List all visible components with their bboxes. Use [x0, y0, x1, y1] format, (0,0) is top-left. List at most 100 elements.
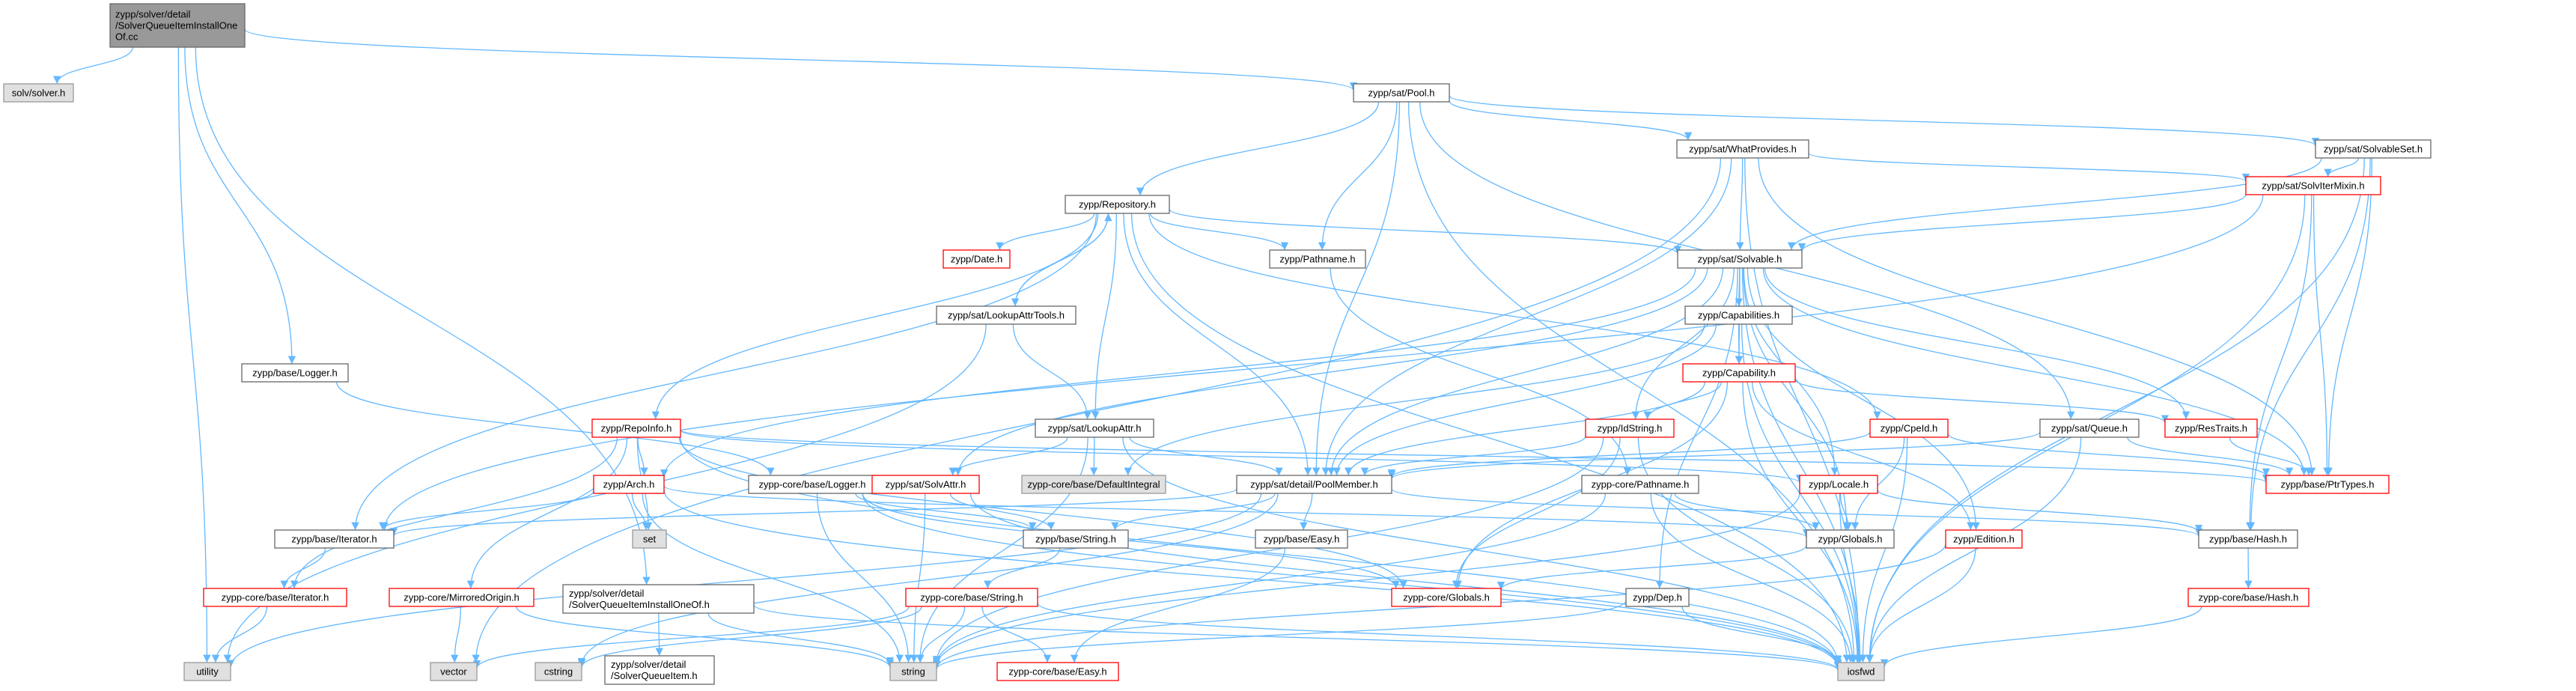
node-box-core_iterator — [203, 588, 347, 607]
edge-core_string-to-vector — [472, 606, 910, 669]
edge-base_string-to-core_string — [984, 547, 1061, 589]
node-label-utility-0: utility — [196, 666, 219, 678]
node-label-solvitermixin-0: zypp/sat/SolvIterMixin.h — [2262, 180, 2364, 192]
node-base_string[interactable]: zypp/base/String.h — [1023, 529, 1129, 549]
node-core_logger[interactable]: zypp-core/base/Logger.h — [748, 475, 877, 494]
edge-pool-to-iosfwd — [1407, 101, 1858, 663]
node-core_globals[interactable]: zypp-core/Globals.h — [1391, 588, 1502, 607]
node-label-root-0: zypp/solver/detail — [115, 9, 191, 20]
node-box-sqi — [604, 655, 715, 685]
node-box-core_hash — [2187, 588, 2309, 607]
node-globals[interactable]: zypp/Globals.h — [1806, 529, 1895, 549]
edge-root-to-utility — [177, 46, 211, 663]
edge-solvattr-to-iosfwd — [969, 493, 1842, 667]
edge-repository-to-lookupattr — [1091, 213, 1117, 420]
node-box-cstring — [535, 662, 582, 681]
edge-capability-to-edition — [1752, 381, 1975, 531]
node-vector: vector — [430, 662, 478, 681]
edge-repository-to-date — [996, 213, 1095, 251]
node-label-edition-0: zypp/Edition.h — [1953, 534, 2015, 545]
node-label-root-2: Of.cc — [115, 31, 138, 43]
edge-core_iterator-to-utility — [211, 606, 268, 663]
node-box-queue — [2039, 418, 2140, 438]
node-label-capabilities-0: zypp/Capabilities.h — [1698, 310, 1779, 321]
node-restraits[interactable]: zypp/ResTraits.h — [2164, 418, 2258, 438]
node-solvattr[interactable]: zypp/sat/SolvAttr.h — [871, 475, 980, 494]
node-base_iterator[interactable]: zypp/base/Iterator.h — [274, 529, 395, 549]
edge-solvable-to-dep — [1655, 267, 1738, 589]
node-box-ptrtypes — [2265, 475, 2390, 494]
node-core_hash[interactable]: zypp-core/base/Hash.h — [2187, 588, 2309, 607]
node-label-iosfwd-0: iosfwd — [1848, 666, 1875, 678]
edge-sqi_install-to-iosfwd — [753, 604, 1842, 671]
node-date[interactable]: zypp/Date.h — [943, 249, 1011, 269]
node-label-sqi_install-1: /SolverQueueItemInstallOneOf.h — [569, 599, 710, 610]
node-mirroredorigin[interactable]: zypp-core/MirroredOrigin.h — [389, 588, 535, 607]
node-box-idstring — [1585, 418, 1675, 438]
edge-whatprovides-to-ptrtypes — [1758, 157, 2316, 476]
node-label-solvableset-0: zypp/sat/SolvableSet.h — [2324, 144, 2423, 155]
edge-arch-to-globals — [663, 485, 1810, 538]
edge-base_easy-to-core_easy — [1070, 547, 1286, 663]
node-sqi[interactable]: zypp/solver/detail/SolverQueueItem.h — [604, 655, 715, 685]
node-sqi_install[interactable]: zypp/solver/detail/SolverQueueItemInstal… — [562, 584, 755, 614]
node-core_string[interactable]: zypp-core/base/String.h — [905, 588, 1038, 607]
node-capability[interactable]: zypp/Capability.h — [1682, 363, 1796, 383]
edge-capability-to-iosfwd — [1742, 381, 1862, 663]
node-repoinfo[interactable]: zypp/RepoInfo.h — [591, 418, 681, 438]
node-box-solvitermixin — [2245, 176, 2381, 195]
node-label-globals-0: zypp/Globals.h — [1818, 534, 1883, 545]
node-poolmember[interactable]: zypp/sat/detail/PoolMember.h — [1236, 475, 1392, 494]
node-queue[interactable]: zypp/sat/Queue.h — [2039, 418, 2140, 438]
edge-locale-to-string — [932, 492, 1800, 667]
node-label-base_string-0: zypp/base/String.h — [1035, 534, 1116, 545]
node-label-core_iterator-0: zypp-core/base/Iterator.h — [222, 592, 329, 603]
edge-repository-to-cpeid — [1148, 213, 1881, 420]
node-box-repoinfo — [591, 418, 681, 438]
node-root[interactable]: zypp/solver/detail/SolverQueueItemInstal… — [109, 3, 246, 48]
edge-solvableset-to-ptrtypes — [2324, 157, 2373, 476]
edge-solvableset-to-solvable — [1787, 157, 2322, 251]
node-label-core_globals-0: zypp-core/Globals.h — [1403, 592, 1490, 603]
node-solvable[interactable]: zypp/sat/Solvable.h — [1677, 249, 1803, 269]
edge-mirroredorigin-to-vector — [451, 606, 461, 663]
edge-capabilities-to-default_integral — [1124, 323, 1705, 476]
edge-root-to-base_logger — [184, 46, 296, 365]
node-capabilities[interactable]: zypp/Capabilities.h — [1684, 305, 1793, 325]
node-lookupattrtools[interactable]: zypp/sat/LookupAttrTools.h — [936, 305, 1077, 325]
node-solvableset[interactable]: zypp/sat/SolvableSet.h — [2315, 139, 2432, 159]
node-base_easy[interactable]: zypp/base/Easy.h — [1255, 529, 1348, 549]
node-core_pathname[interactable]: zypp-core/Pathname.h — [1581, 475, 1699, 494]
edge-core_hash-to-iosfwd — [1880, 606, 2202, 668]
edge-lookupattrtools-to-lookupattr — [1012, 323, 1091, 420]
node-arch[interactable]: zypp/Arch.h — [593, 475, 665, 494]
node-repository[interactable]: zypp/Repository.h — [1065, 195, 1170, 214]
edge-whatprovides-to-solvitermixin — [1808, 153, 2250, 182]
node-dep[interactable]: zypp/Dep.h — [1625, 588, 1690, 607]
node-whatprovides[interactable]: zypp/sat/WhatProvides.h — [1676, 139, 1809, 159]
edge-lookupattrtools-to-repository — [1014, 213, 1112, 307]
edge-idstring-to-string — [932, 436, 1604, 664]
node-idstring[interactable]: zypp/IdString.h — [1585, 418, 1675, 438]
node-ptrtypes[interactable]: zypp/base/PtrTypes.h — [2265, 475, 2390, 494]
node-lookupattr[interactable]: zypp/sat/LookupAttr.h — [1035, 418, 1154, 438]
edge-solvable-to-restraits — [1764, 267, 2190, 420]
node-base_hash[interactable]: zypp/base/Hash.h — [2198, 529, 2298, 549]
node-base_logger[interactable]: zypp/base/Logger.h — [241, 363, 349, 383]
node-label-cstring-0: cstring — [544, 666, 573, 678]
node-core_iterator[interactable]: zypp-core/base/Iterator.h — [203, 588, 347, 607]
node-cpeid[interactable]: zypp/CpeId.h — [1869, 418, 1949, 438]
node-box-restraits — [2164, 418, 2258, 438]
node-locale[interactable]: zypp/Locale.h — [1799, 475, 1878, 494]
edge-sqi_install-to-sqi — [655, 612, 663, 657]
node-box-sqi_install — [562, 584, 755, 614]
edge-arch-to-iosfwd — [663, 490, 1842, 669]
node-label-core_logger-0: zypp-core/base/Logger.h — [758, 479, 865, 490]
node-edition[interactable]: zypp/Edition.h — [1945, 529, 2023, 549]
node-pathname[interactable]: zypp/Pathname.h — [1269, 249, 1366, 269]
node-pool[interactable]: zypp/sat/Pool.h — [1353, 83, 1450, 103]
node-solvitermixin[interactable]: zypp/sat/SolvIterMixin.h — [2245, 176, 2381, 195]
node-core_easy[interactable]: zypp-core/base/Easy.h — [996, 662, 1119, 681]
edge-lookupattr-to-poolmember — [1129, 436, 1283, 476]
